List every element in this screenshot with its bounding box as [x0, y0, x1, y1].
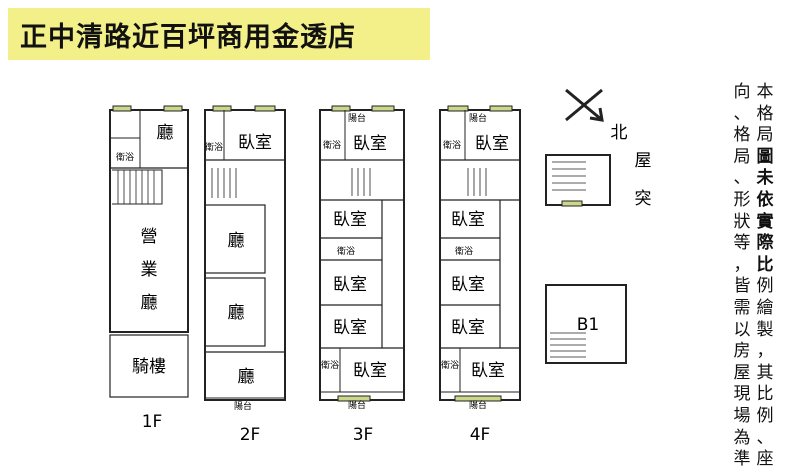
floor-4f-bath-3-label: 衛浴	[441, 359, 459, 371]
floor-4f-balcony-top-label: 陽台	[469, 112, 487, 124]
north-label: 北	[611, 123, 628, 143]
floor-2f-bath-label: 衛浴	[205, 141, 223, 153]
floor-1f-arcade-label: 騎樓	[132, 357, 166, 377]
floor-2f-label: 2F	[240, 425, 261, 445]
roof-label-char-2: 突	[635, 189, 652, 209]
floor-3f-balcony-top-label: 陽台	[348, 112, 366, 124]
floor-3f-label: 3F	[353, 425, 374, 445]
title-banner: 正中清路近百坪商用金透店	[8, 8, 430, 60]
floor-3f-bedroom-3-label: 臥室	[333, 275, 367, 295]
floor-4f-bedroom-5-label: 臥室	[471, 361, 505, 381]
disclaimer-text: 本格局圖未依實際比例繪製，其比例、座	[756, 82, 774, 470]
floor-1f-business-hall-char-3: 廳	[141, 293, 158, 313]
basement-plan	[545, 284, 627, 364]
floor-4f-bath-2-label: 衛浴	[455, 245, 473, 257]
floor-3f-bath-3-label: 衛浴	[321, 359, 339, 371]
floor-3f-bath-1-label: 衛浴	[323, 139, 341, 151]
floor-3f-bedroom-4-label: 臥室	[333, 318, 367, 338]
floor-1f-hall-label: 廳	[157, 123, 174, 143]
floor-3f-balcony-bottom-label: 陽台	[348, 399, 366, 411]
disclaimer-text: 向、格局、形狀等，皆需以房屋現場為準	[733, 82, 751, 470]
page-title: 正中清路近百坪商用金透店	[20, 21, 356, 53]
compass-arrow-icon	[565, 88, 604, 122]
floor-3f-bedroom-1-label: 臥室	[353, 134, 387, 154]
floor-1f-business-hall-char-2: 業	[141, 260, 158, 280]
roof-label-char-1: 屋	[635, 151, 652, 171]
floor-3f-bedroom-5-label: 臥室	[353, 361, 387, 381]
floor-2f-hall-b-label: 廳	[228, 303, 245, 323]
floor-3f-bedroom-2-label: 臥室	[333, 210, 367, 230]
floor-4f-bedroom-4-label: 臥室	[451, 318, 485, 338]
floor-2f-balcony-label: 陽台	[234, 400, 252, 412]
floor-4f-bath-1-label: 衛浴	[443, 139, 461, 151]
floor-1f-bath-label: 衛浴	[116, 151, 134, 163]
floor-4f-balcony-bottom-label: 陽台	[469, 399, 487, 411]
floor-4f-bedroom-2-label: 臥室	[451, 210, 485, 230]
basement-label: B1	[577, 315, 599, 335]
disclaimer-column-1: 本格局圖未依實際比例繪製，其比例、座	[754, 82, 776, 471]
floor-3f-plan	[319, 105, 405, 402]
floor-2f-hall-c-label: 廳	[238, 367, 255, 387]
floor-4f-bedroom-1-label: 臥室	[475, 134, 509, 154]
floor-1f-plan	[109, 105, 189, 398]
floor-3f-bath-2-label: 衛浴	[337, 245, 355, 257]
floor-1f-label: 1F	[142, 412, 163, 432]
roof-structure-plan	[545, 154, 611, 207]
floor-4f-label: 4F	[470, 425, 491, 445]
disclaimer-column-2: 向、格局、形狀等，皆需以房屋現場為準	[731, 82, 753, 471]
floor-2f-plan	[204, 105, 286, 401]
floor-4f-plan	[439, 105, 521, 402]
floor-2f-bedroom-label: 臥室	[238, 133, 272, 153]
floor-4f-bedroom-3-label: 臥室	[451, 275, 485, 295]
floor-2f-hall-a-label: 廳	[228, 231, 245, 251]
floor-1f-business-hall-char-1: 營	[141, 227, 158, 247]
